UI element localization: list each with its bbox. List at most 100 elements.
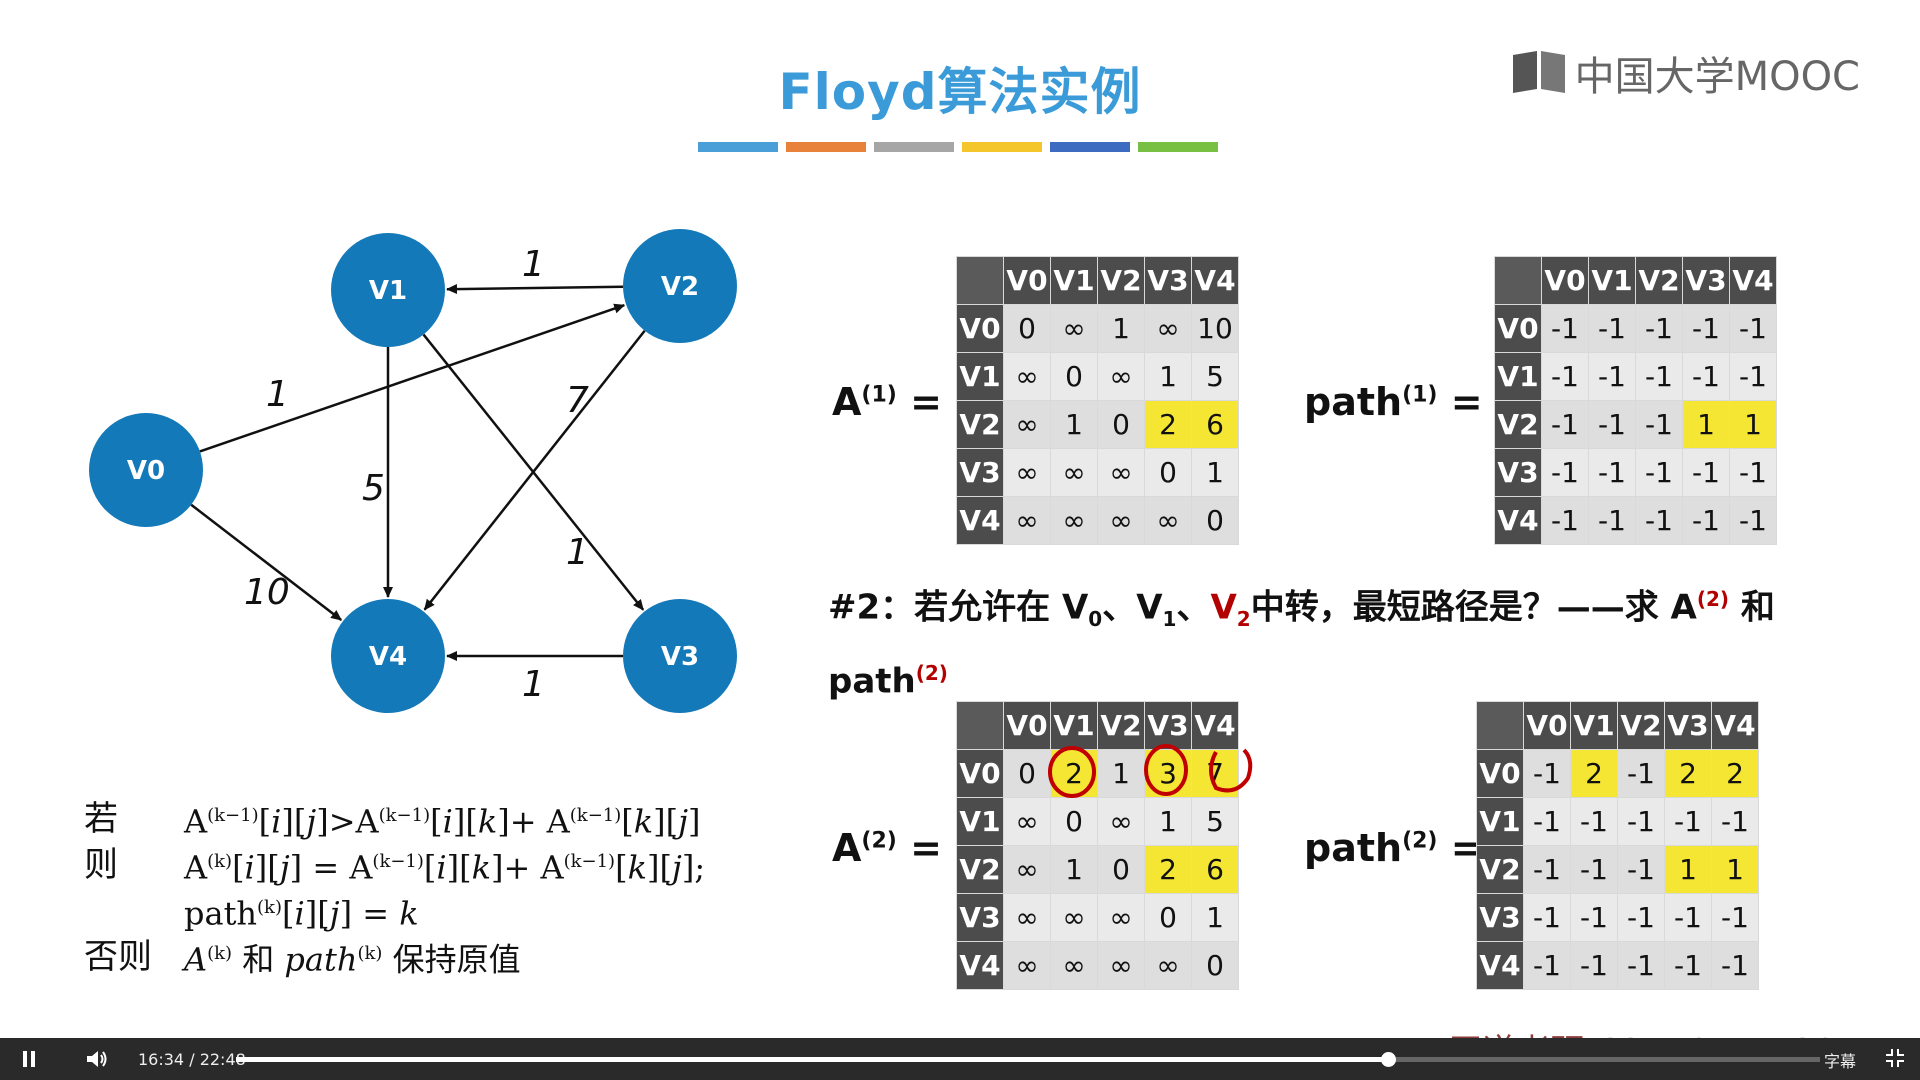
matrix-cell: 1 — [1191, 448, 1239, 497]
matrix-cell: ∞ — [1144, 941, 1192, 990]
formula-line-4: A(k) 和 path(k) 保持原值 — [184, 940, 521, 979]
subtitle-button[interactable]: 字幕 — [1823, 1052, 1856, 1071]
node-label: V1 — [369, 276, 407, 306]
matrix-cell: -1 — [1682, 448, 1730, 497]
matrix-cell: ∞ — [1003, 448, 1051, 497]
matrix-cell: -1 — [1570, 893, 1618, 942]
matrix-cell: ∞ — [1003, 845, 1051, 894]
node-label: V3 — [661, 642, 699, 672]
matrix-cell: -1 — [1570, 941, 1618, 990]
color-bar — [1050, 142, 1130, 152]
matrix-col-header: V2 — [1097, 701, 1145, 750]
matrix-cell: -1 — [1523, 893, 1571, 942]
matrix-cell: -1 — [1588, 448, 1636, 497]
matrix-label-a2: A(2) = — [832, 826, 942, 870]
matrix-row-header: V2 — [956, 400, 1004, 449]
matrix-col-header: V1 — [1050, 256, 1098, 305]
matrix-cell: 1 — [1664, 845, 1712, 894]
matrix-row-header: V4 — [956, 941, 1004, 990]
matrix-cell: 6 — [1191, 845, 1239, 894]
edge-v0-v4 — [190, 503, 343, 622]
matrix-col-header: V3 — [1144, 701, 1192, 750]
color-bar — [698, 142, 778, 152]
matrix-corner — [956, 701, 1004, 750]
matrix-col-header: V0 — [1541, 256, 1589, 305]
matrix-cell: -1 — [1635, 496, 1683, 545]
matrix-cell: -1 — [1711, 797, 1759, 846]
time-display: 16:34 / 22:48 — [138, 1049, 246, 1069]
volume-icon — [87, 1051, 107, 1067]
exit-fullscreen-button[interactable] — [1884, 1047, 1906, 1073]
matrix-cell: -1 — [1635, 352, 1683, 401]
matrix-cell: -1 — [1729, 304, 1777, 353]
matrix-row-header: V2 — [1494, 400, 1542, 449]
matrix-row-header: V3 — [956, 448, 1004, 497]
matrix-cell: ∞ — [1144, 304, 1192, 353]
matrix-row-header: V2 — [956, 845, 1004, 894]
matrix-cell: ∞ — [1097, 496, 1145, 545]
node-v2 — [623, 229, 737, 343]
matrix-cell: 2 — [1570, 749, 1618, 798]
edge-weight-label: 1 — [522, 664, 545, 705]
matrix-corner — [956, 256, 1004, 305]
matrix-cell: -1 — [1541, 448, 1589, 497]
matrix-cell: ∞ — [1097, 352, 1145, 401]
matrix-cell: 0 — [1003, 749, 1051, 798]
formula-line-3: path(k)[i][j] = k — [184, 894, 419, 933]
edge-v0-v2 — [199, 303, 626, 453]
node-v3 — [623, 599, 737, 713]
progress-bar[interactable] — [236, 1052, 1820, 1067]
matrix-col-header: V2 — [1635, 256, 1683, 305]
matrix-row-header: V0 — [956, 749, 1004, 798]
pause-button[interactable] — [8, 1038, 50, 1080]
matrix-cell: 5 — [1191, 352, 1239, 401]
else-keyword: 否则 — [84, 937, 152, 977]
matrix-col-header: V1 — [1588, 256, 1636, 305]
then-keyword: 则 — [84, 845, 118, 885]
matrix-cell: -1 — [1635, 400, 1683, 449]
matrix-cell: -1 — [1682, 304, 1730, 353]
formula-line-2: A(k)[i][j] = A(k−1)[i][k]+ A(k−1)[k][j]; — [184, 848, 706, 887]
matrix-cell: 0 — [1097, 400, 1145, 449]
color-bar — [1138, 142, 1218, 152]
matrix-col-header: V3 — [1144, 256, 1192, 305]
color-bar — [962, 142, 1042, 152]
pause-icon — [23, 1051, 35, 1067]
matrix-cell: -1 — [1617, 941, 1665, 990]
matrix-label-a1: A(1) = — [832, 380, 942, 424]
matrix-cell: 1 — [1050, 845, 1098, 894]
progress-thumb[interactable] — [1380, 1052, 1396, 1067]
title-color-bars — [698, 142, 1222, 152]
node-label: V2 — [661, 272, 699, 302]
matrix-col-header: V2 — [1097, 256, 1145, 305]
matrix-cell: -1 — [1729, 448, 1777, 497]
matrix-col-header: V0 — [1003, 701, 1051, 750]
matrix-col-header: V4 — [1191, 701, 1239, 750]
matrix-cell: 0 — [1191, 941, 1239, 990]
matrix-cell: -1 — [1711, 893, 1759, 942]
matrix-cell: ∞ — [1003, 400, 1051, 449]
matrix-corner — [1494, 256, 1542, 305]
total-time: 22:48 — [199, 1049, 246, 1069]
matrix-cell: ∞ — [1050, 893, 1098, 942]
matrix-cell: -1 — [1588, 352, 1636, 401]
question-text: #2：若允许在 V0、V1、V2中转，最短路径是？——求 A(2) 和 path… — [828, 587, 1775, 702]
matrix-col-header: V1 — [1570, 701, 1618, 750]
matrix-row-header: V3 — [1476, 893, 1524, 942]
matrix-cell: ∞ — [1050, 304, 1098, 353]
matrix-cell: ∞ — [1144, 496, 1192, 545]
matrix-cell: 1 — [1682, 400, 1730, 449]
matrix-cell: 1 — [1097, 304, 1145, 353]
matrix-col-header: V4 — [1191, 256, 1239, 305]
matrix-cell: 0 — [1050, 352, 1098, 401]
matrix-cell: -1 — [1617, 893, 1665, 942]
matrix-cell: -1 — [1711, 941, 1759, 990]
matrix-cell: -1 — [1664, 797, 1712, 846]
volume-button[interactable] — [76, 1038, 118, 1080]
matrix-row-header: V0 — [1476, 749, 1524, 798]
matrix-cell: -1 — [1664, 893, 1712, 942]
